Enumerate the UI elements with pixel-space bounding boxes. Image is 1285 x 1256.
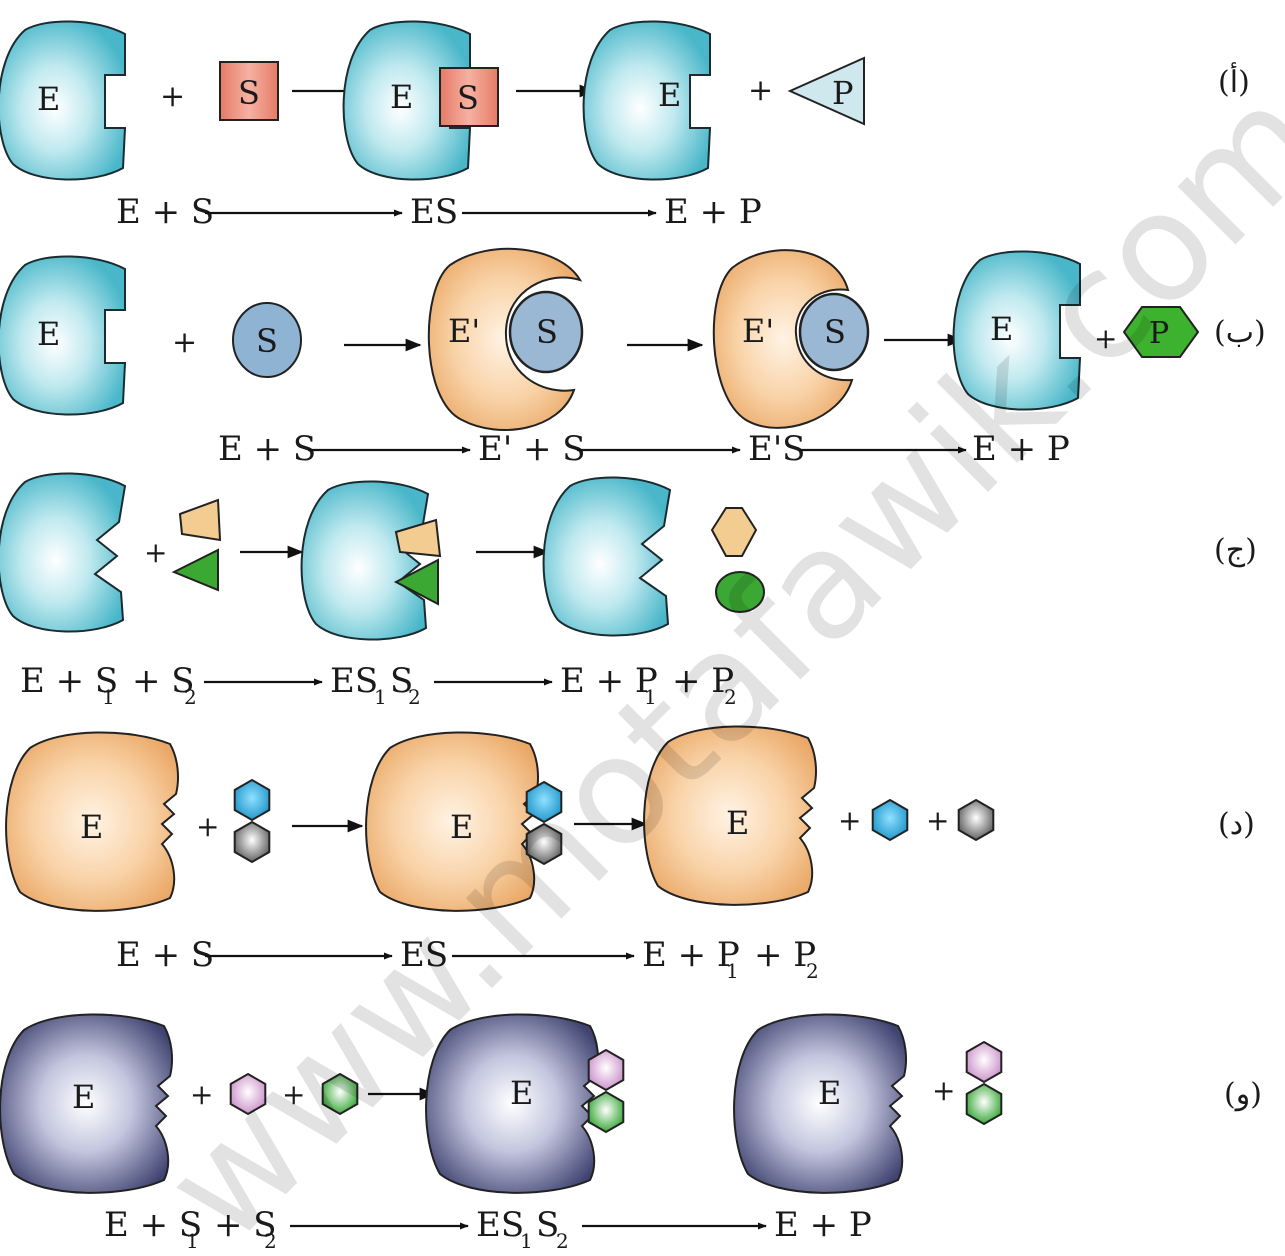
substrate-b1: S [233, 303, 301, 377]
eq-term: E + S [218, 429, 316, 469]
substrate-label: S [536, 313, 558, 351]
watermark: www.motafawik.com [132, 53, 1285, 1256]
plus-sign: + [748, 73, 773, 108]
eq-term: E'S [748, 429, 805, 469]
enzyme-b2-changed: E' S [429, 249, 582, 430]
substrate-label: S [238, 74, 260, 112]
eq-term: E + P [664, 192, 762, 232]
bound-hex-pink [589, 1050, 624, 1090]
panel-a: E + S E S E + P (أ) E + S ES E [0, 21, 1250, 232]
enzyme-b1: E [0, 256, 125, 414]
enzyme-b3-complex: E' S [714, 250, 868, 428]
product-a: P [790, 58, 864, 124]
enzyme-label: E [510, 1074, 533, 1112]
enzyme-label: E' [448, 312, 480, 350]
enzyme-c2-complex [302, 481, 440, 639]
plus-sign: + [926, 804, 949, 837]
eq-subscript: 2 [184, 685, 197, 709]
eq-term: E + S [116, 192, 214, 232]
plus-sign: + [196, 810, 219, 843]
plus-sign: + [932, 1074, 955, 1107]
product-hex-green [967, 1084, 1002, 1124]
panel-label-b: (ب) [1214, 315, 1266, 350]
enzyme-d1: E [6, 732, 178, 910]
substrate-hex-grey [235, 822, 270, 862]
eq-subscript: 1 [726, 959, 739, 983]
eq-subscript: 2 [806, 959, 819, 983]
product-hex-blue [873, 800, 908, 840]
product-hex-pink [967, 1042, 1002, 1082]
enzyme-c3 [544, 477, 670, 635]
enzyme-label: E [390, 78, 413, 116]
substrate-a1: S [220, 62, 278, 120]
substrate-2 [174, 550, 218, 590]
enzyme-label: E [726, 804, 749, 842]
panel-label-c: (ج) [1214, 533, 1257, 568]
eq-term: ES [410, 192, 458, 232]
enzyme-e3: E [734, 1014, 906, 1192]
plus-sign: + [172, 325, 197, 360]
product-label: P [832, 74, 854, 112]
enzyme-label: E [818, 1074, 841, 1112]
enzyme-a3: E [584, 21, 710, 179]
product-hex-grey [959, 800, 994, 840]
eq-term: E + P [774, 1205, 872, 1245]
substrate-label: S [824, 313, 846, 351]
eq-subscript: 2 [408, 685, 421, 709]
substrate-hex-blue [235, 780, 270, 820]
plus-sign: + [838, 804, 861, 837]
enzyme-label: E [37, 80, 60, 118]
plus-sign: + [144, 536, 167, 569]
panel-label-d: (د) [1218, 807, 1255, 842]
eq-subscript: 1 [374, 685, 387, 709]
panel-label-e: (و) [1224, 1077, 1262, 1112]
enzyme-label: E [72, 1078, 95, 1116]
substrate-label: S [256, 322, 278, 360]
enzyme-label: E [80, 808, 103, 846]
enzyme-label: E [37, 315, 60, 353]
substrate-1 [180, 500, 220, 540]
eq-subscript: 1 [520, 1229, 533, 1253]
bound-hex-green [589, 1092, 624, 1132]
eq-term: ES [476, 1205, 524, 1245]
enzyme-label: E' [742, 312, 774, 350]
enzyme-a1: E [0, 21, 125, 179]
eq-subscript: 1 [102, 685, 115, 709]
eq-term: ES [330, 661, 378, 701]
enzyme-c1 [0, 473, 125, 631]
eq-term: E + S [116, 935, 214, 975]
eq-subscript: 1 [186, 1229, 199, 1253]
substrate-label: S [457, 79, 479, 117]
plus-sign: + [160, 79, 185, 114]
eq-subscript: 2 [556, 1229, 569, 1253]
equation-a: E + S ES E + P [116, 192, 762, 232]
enzyme-a2: E S [344, 21, 498, 179]
eq-term: E' + S [478, 429, 586, 469]
enzyme-label: E [658, 76, 681, 114]
